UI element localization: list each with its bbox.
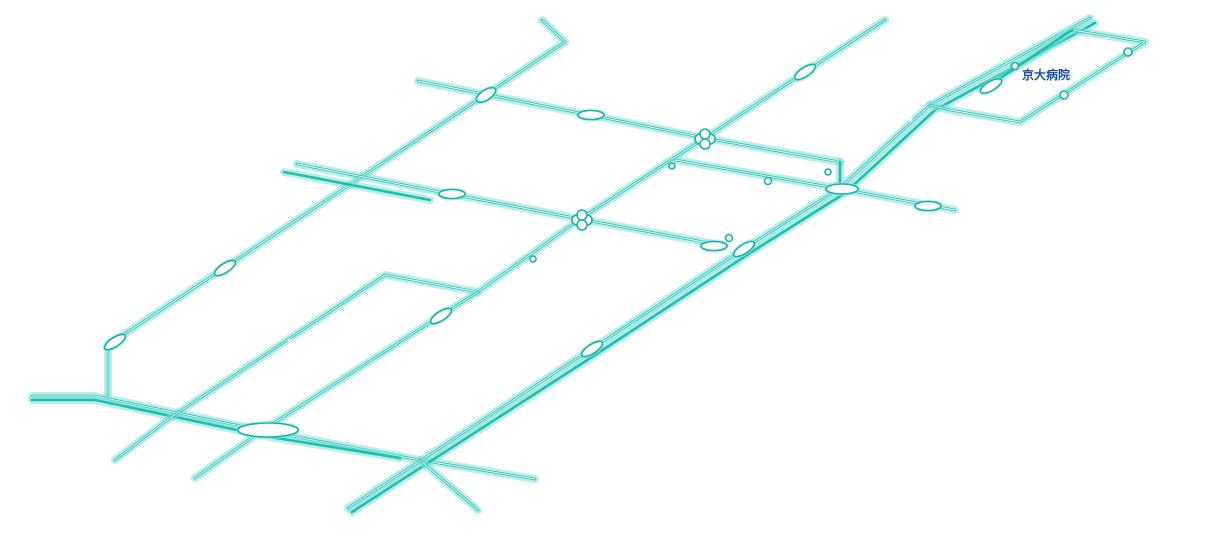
junction-marker[interactable] [571,209,593,231]
stop-marker[interactable] [437,187,467,201]
stop-marker[interactable] [102,332,128,353]
stop-marker[interactable] [1059,90,1069,100]
hospital-label: 京大病院 [1022,67,1070,82]
stop-marker[interactable] [212,258,238,279]
stop-marker[interactable] [668,162,676,170]
route-line-southwest-branch[interactable] [191,288,482,482]
route-line-north-avenue[interactable] [414,77,844,166]
stop-marker[interactable] [824,168,832,176]
stop-marker[interactable] [792,62,818,83]
stop-marker[interactable] [763,176,773,186]
stop-marker[interactable] [913,199,943,213]
stop-marker[interactable] [474,85,498,105]
direction-arrows [287,37,1110,403]
stop-marker[interactable] [428,306,454,327]
stop-marker[interactable] [529,255,537,263]
route-line-main-diagonal[interactable] [111,16,889,464]
route-line-central-avenue[interactable] [280,160,724,249]
stop-marker[interactable] [1123,47,1133,57]
route-line-west-diagonal[interactable] [104,16,569,399]
route-line-south-branch[interactable] [416,456,482,514]
route-line-hospital-express[interactable] [344,14,1099,516]
route-loop-hospital[interactable] [926,26,1149,126]
stops [102,47,1133,439]
stop-marker[interactable] [1010,61,1020,71]
stop-marker[interactable] [576,108,606,122]
stop-marker[interactable] [236,421,300,439]
stop-marker[interactable] [699,239,729,253]
stop-marker[interactable] [731,239,757,260]
stop-marker[interactable] [579,339,605,360]
stop-marker[interactable] [824,182,860,196]
junction-marker[interactable] [694,128,716,150]
stop-marker[interactable] [724,233,734,243]
stop-marker[interactable] [978,76,1004,96]
route-network [28,14,1149,516]
